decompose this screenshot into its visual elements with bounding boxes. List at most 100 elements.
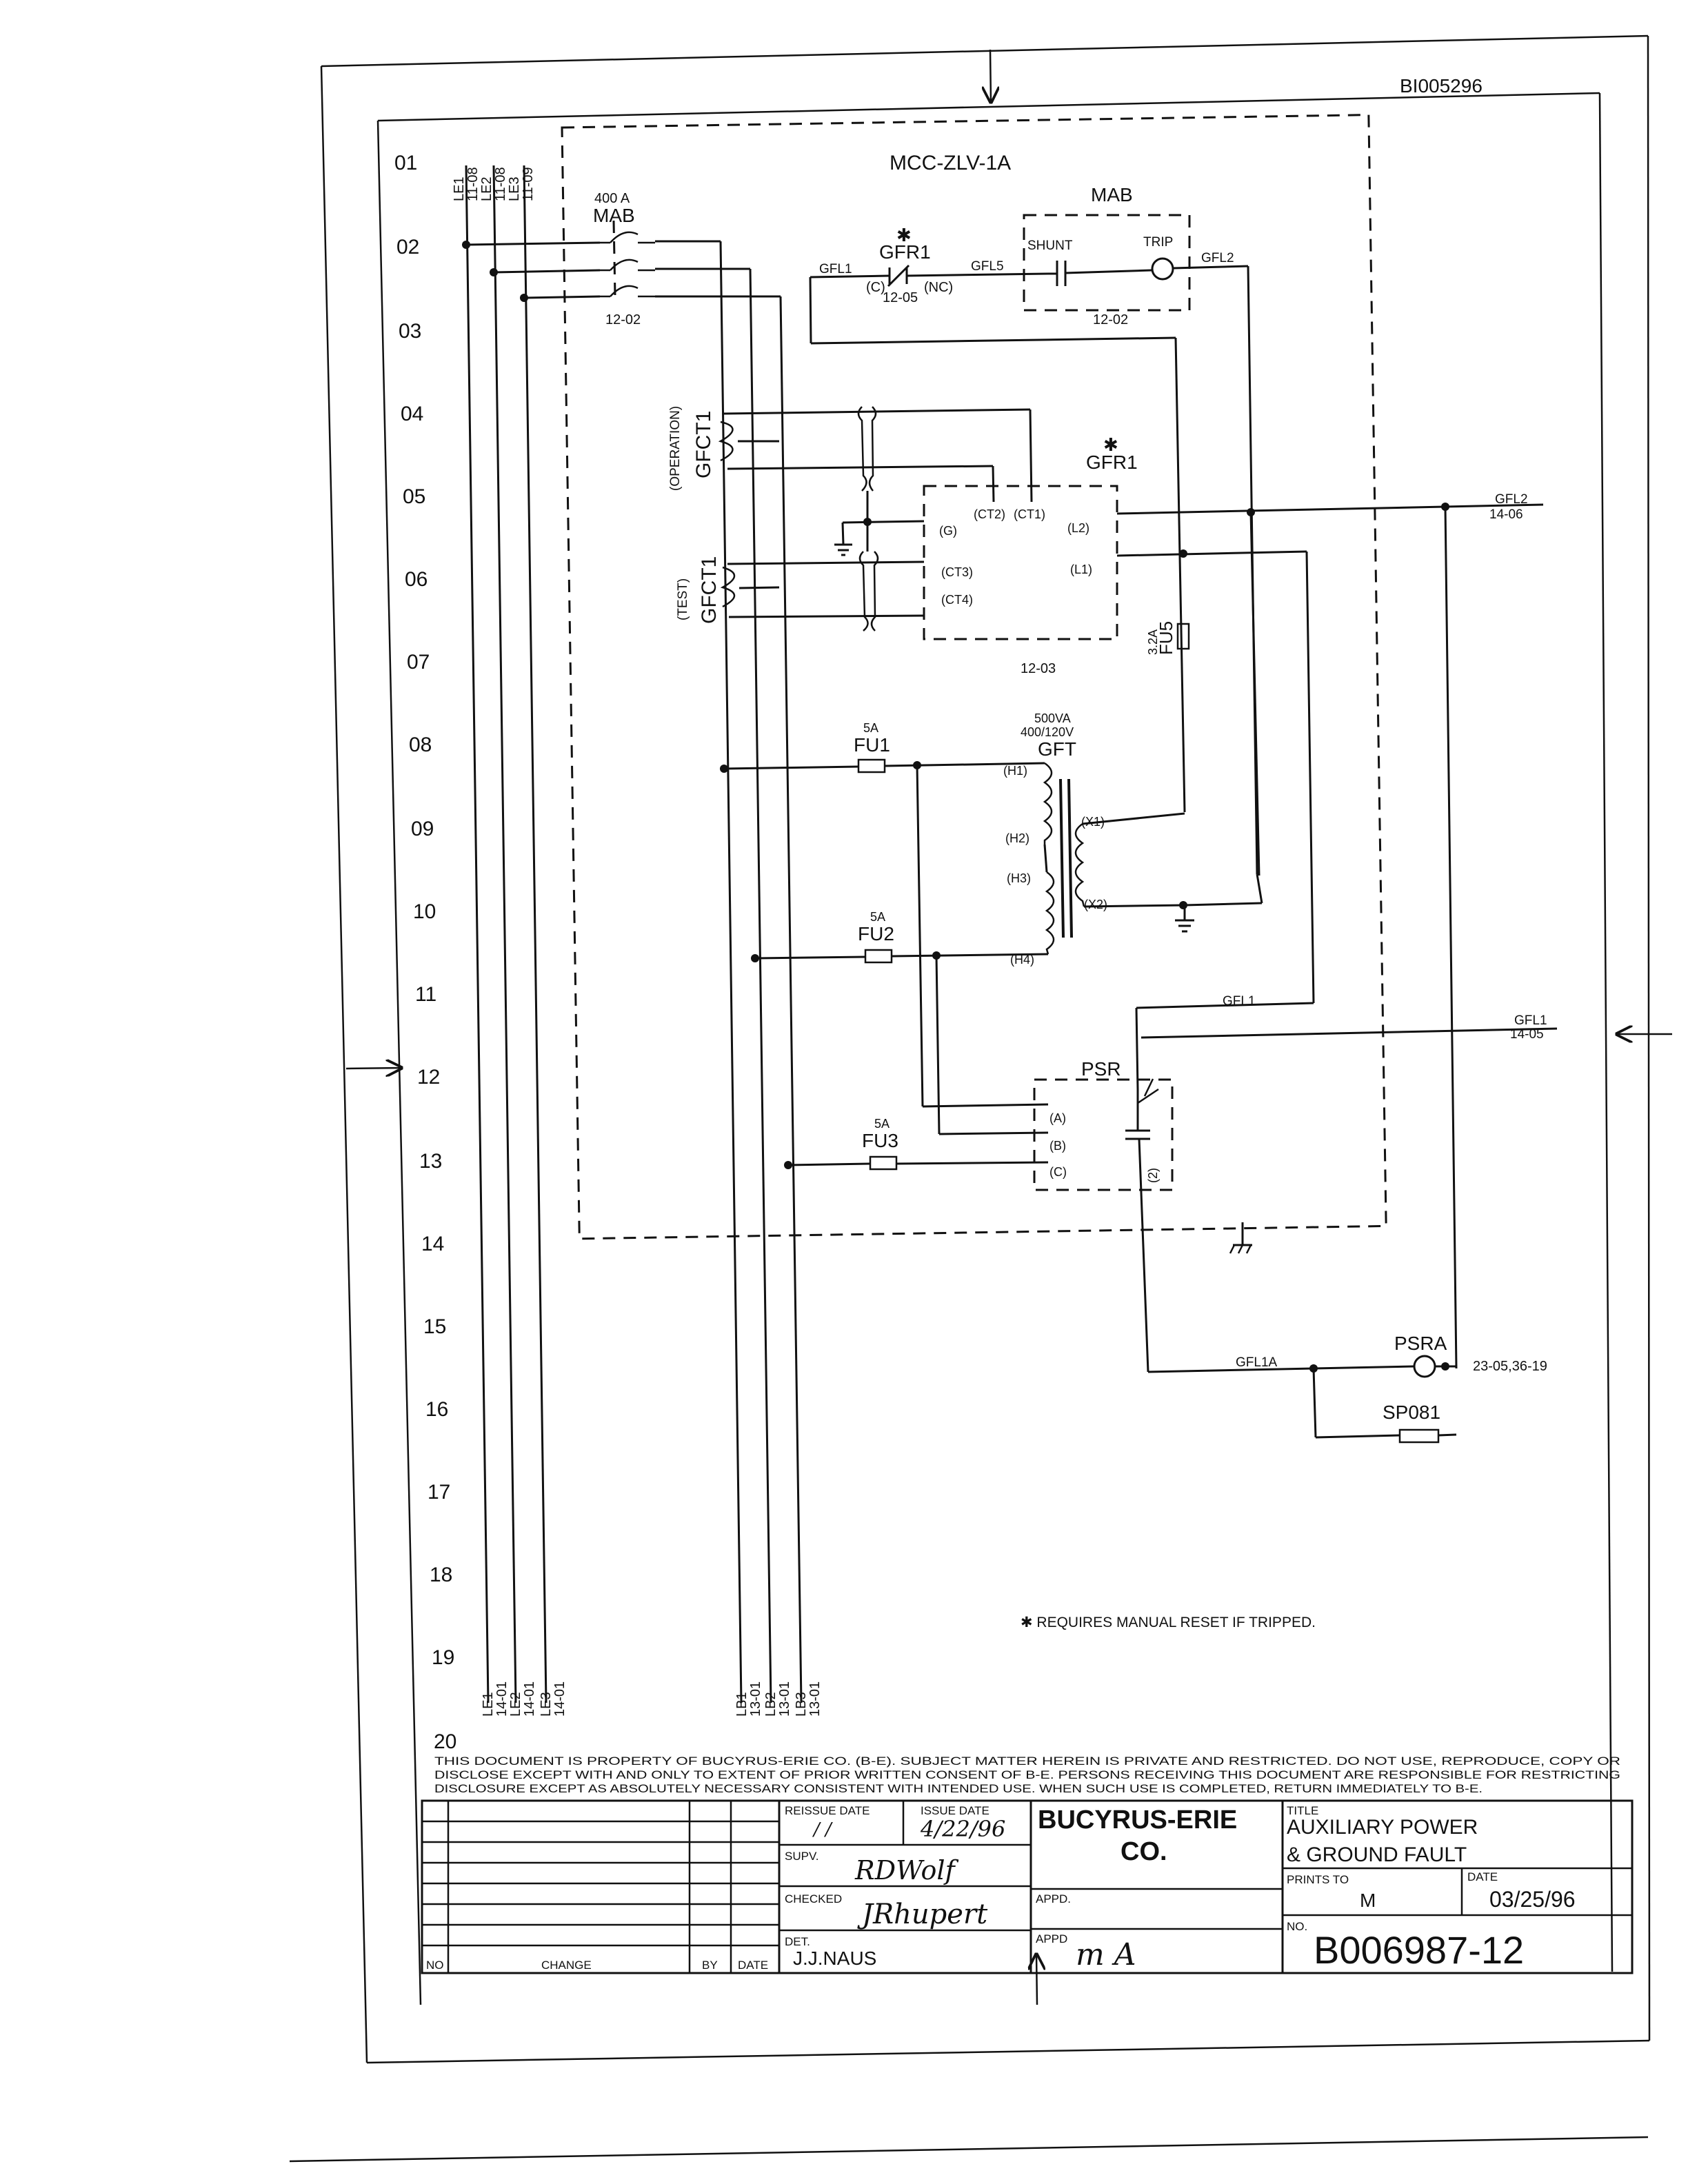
wire-ref: 11-09 <box>521 167 536 201</box>
diagram-label: (H1) <box>1003 764 1027 778</box>
row-number: 15 <box>423 1315 446 1338</box>
diagram-label: (H4) <box>1010 953 1034 967</box>
mcc-label: MCC-ZLV-1A <box>890 152 1011 174</box>
wire-ref: 11-08 <box>465 167 481 201</box>
fu5-name: FU5 <box>1156 621 1176 655</box>
diagram-label: 14-06 <box>1489 507 1523 522</box>
diagram-label: (C) <box>866 280 885 295</box>
row-number: 02 <box>396 236 419 259</box>
row-number: 13 <box>419 1150 442 1173</box>
diagram-label: 12-03 <box>1021 661 1056 676</box>
diagram-label: (CT1) <box>1014 507 1045 521</box>
mab-breaker: 400 A MAB 12-02 <box>593 191 655 327</box>
diagram-label: (H2) <box>1005 831 1029 845</box>
gfl2-output: GFL2 14-06 <box>1441 492 1544 1369</box>
diagram-label: (B) <box>1049 1139 1066 1153</box>
mab-box-name: MAB <box>1091 184 1133 205</box>
row-number: 09 <box>411 818 434 840</box>
wire-ref: 11-08 <box>493 167 508 201</box>
row-number: 14 <box>421 1233 444 1255</box>
gfct1-test-name: GFCT1 <box>698 556 721 624</box>
diagram-label: 400/120V <box>1021 725 1074 739</box>
drawing-date: 03/25/96 <box>1489 1887 1576 1912</box>
disclaimer-line: DISCLOSURE EXCEPT AS ABSOLUTELY NECESSAR… <box>434 1782 1483 1795</box>
disclaimer-line: THIS DOCUMENT IS PROPERTY OF BUCYRUS-ERI… <box>434 1755 1620 1768</box>
diagram-label: (X2) <box>1084 898 1107 911</box>
diagram-label: (G) <box>939 524 957 538</box>
gfr1-top-name: GFR1 <box>879 241 931 263</box>
diagram-label: BY <box>702 1959 718 1972</box>
bottom-wire-refs: LE1 14-01 LE2 14-01 LE3 14-01 LB1 13-01 … <box>481 1681 823 1717</box>
diagram-label: (CT4) <box>941 593 973 607</box>
row-number: 08 <box>409 734 432 756</box>
psr-relay: GFL1 GFL1 14-05 PSR (A) (B) (C) (2) <box>1033 994 1558 1373</box>
diagram-label: GFL2 <box>1495 492 1528 507</box>
wire-ref: LE3 <box>539 1692 554 1717</box>
mab-rating: 400 A <box>594 191 630 206</box>
diagram-label: (L2) <box>1067 521 1089 535</box>
wire-ref: LE3 <box>507 176 522 201</box>
wire-ref: LE2 <box>479 176 494 201</box>
fu5-fuse: 3.2A FU5 <box>1146 621 1190 655</box>
wire-ref: 13-01 <box>777 1681 792 1717</box>
drawing-title-line1: AUXILIARY POWER <box>1287 1816 1478 1839</box>
diagram-label: DET. <box>785 1935 810 1948</box>
diagram-label: 12-05 <box>883 290 918 305</box>
diagram-label: (2) <box>1146 1168 1160 1183</box>
wire-ref: LE1 <box>481 1692 496 1717</box>
wire-ref: LE1 <box>452 176 467 201</box>
row-number: 10 <box>413 900 436 923</box>
diagram-label: (C) <box>1049 1165 1067 1179</box>
diagram-label: APPD. <box>1036 1892 1071 1905</box>
diagram-label: REISSUE DATE <box>785 1804 870 1817</box>
gft-name: GFT <box>1038 738 1076 760</box>
diagram-label: 3.2A <box>1146 629 1160 655</box>
row-number: 03 <box>399 320 421 343</box>
diagram-label: SUPV. <box>785 1850 818 1863</box>
gfr1-contact-circuit: ✱ GFR1 (C) (NC) 12-05 GFL1 GFL5 <box>809 225 1186 813</box>
gfct1-op-name: GFCT1 <box>692 411 715 478</box>
row-number: 12 <box>417 1066 440 1089</box>
diagram-label: 500VA <box>1034 711 1071 725</box>
diagram-label: GFL1 <box>1514 1013 1547 1028</box>
wire-gfl1: GFL1 <box>819 262 852 276</box>
det-value: J.J.NAUS <box>793 1948 876 1969</box>
disclaimer-line: DISCLOSE EXCEPT WITH AND ONLY TO EXTENT … <box>434 1768 1620 1781</box>
diagram-label: 14-05 <box>1510 1027 1544 1042</box>
diagram-label: (CT2) <box>974 507 1005 521</box>
diagram-label: NO <box>426 1959 444 1972</box>
issue-date: 4/22/96 <box>920 1816 1005 1842</box>
diagram-label: (A) <box>1049 1111 1066 1125</box>
diagram-label: 5A <box>874 1117 890 1131</box>
row-number: 06 <box>405 568 428 591</box>
psr-name: PSR <box>1081 1058 1121 1080</box>
diagram-label: TITLE <box>1287 1804 1318 1817</box>
row-numbers: 01 02 03 04 05 06 07 08 09 10 11 12 13 1… <box>394 152 456 1753</box>
diagram-label: SHUNT <box>1027 239 1073 253</box>
title-block: NO CHANGE BY DATE REISSUE DATE / / ISSUE… <box>421 1799 1634 1974</box>
fu3-name: FU3 <box>862 1130 898 1151</box>
row-number: 01 <box>394 152 417 174</box>
diagram-label: ✱ <box>896 225 912 245</box>
fu1-name: FU1 <box>854 734 890 756</box>
wire-gfl1a: GFL1A <box>1236 1355 1278 1370</box>
row-number: 16 <box>425 1398 448 1421</box>
diagram-label: 5A <box>870 910 885 924</box>
sp081-name: SP081 <box>1383 1402 1440 1423</box>
fu2-name: FU2 <box>858 923 894 944</box>
drawing-title-line2: & GROUND FAULT <box>1287 1843 1467 1866</box>
drawing-number: B006987-12 <box>1314 1928 1524 1972</box>
enclosure-ground <box>1229 1222 1252 1254</box>
company-name: BUCYRUS-ERIE <box>1038 1806 1237 1834</box>
diagram-label: (TEST) <box>676 578 690 620</box>
psra-ref: 23-05,36-19 <box>1473 1359 1547 1374</box>
psra-circuit: GFL1A PSRA 23-05,36-19 SP081 <box>1236 1333 1547 1444</box>
psra-name: PSRA <box>1394 1333 1447 1354</box>
diagram-label: CHANGE <box>541 1959 592 1972</box>
row-number: 20 <box>434 1730 456 1753</box>
supv-signature: RDWolf <box>854 1855 959 1885</box>
diagram-label: (OPERATION) <box>668 406 683 491</box>
diagram-label: TRIP <box>1143 235 1173 250</box>
row-number: 19 <box>432 1646 454 1669</box>
